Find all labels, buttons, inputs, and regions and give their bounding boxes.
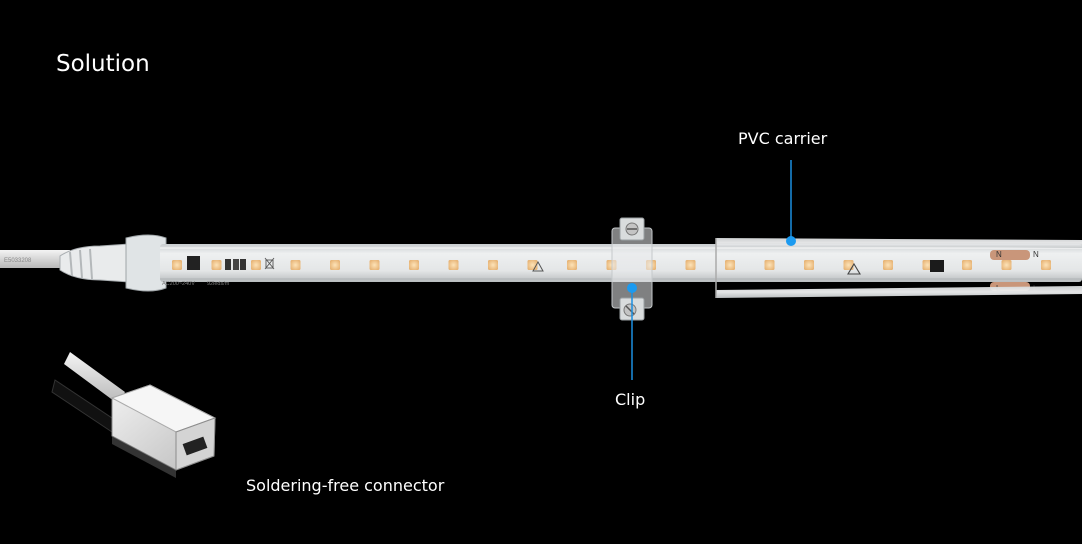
driver-chip: [187, 256, 200, 270]
led-chip: [685, 260, 696, 270]
pvc-carrier-sleeve: [715, 238, 1082, 298]
voltage-print: AC200~240V: [162, 281, 195, 287]
led-chip: [962, 260, 972, 270]
led-chip: [330, 260, 340, 270]
led-chip: [883, 260, 893, 270]
driver-chip: [930, 260, 944, 272]
pvc-callout: [786, 160, 796, 246]
resistor: [233, 259, 239, 270]
led-chip: [843, 260, 854, 270]
warning-triangle-icon: [847, 262, 861, 275]
clip-callout: [627, 283, 637, 380]
soldering-free-connector: [51, 352, 217, 478]
led-chip: [251, 260, 261, 270]
resistor: [225, 259, 231, 270]
power-cable: E5033208: [0, 250, 70, 268]
led-chip: [725, 260, 735, 270]
led-chip: [409, 260, 419, 270]
warning-triangle-icon: [532, 260, 544, 272]
pad-n-label: N: [996, 250, 1002, 259]
density-print: 92leds/m: [207, 281, 230, 287]
led-chip: [804, 260, 814, 270]
led-chip: [1001, 260, 1012, 270]
led-chip: [211, 260, 222, 270]
led-chip: [448, 260, 459, 270]
led-chip: [764, 260, 775, 270]
pvc-carrier-label: PVC carrier: [738, 129, 828, 148]
resistor: [240, 259, 246, 270]
led-chip: [172, 260, 182, 270]
connector-label: Soldering-free connector: [246, 476, 445, 495]
led-chip: [290, 260, 301, 270]
mounting-clip: [611, 217, 653, 321]
led-chip: [1041, 260, 1051, 270]
page-title: Solution: [56, 51, 150, 77]
led-chip: [567, 260, 577, 270]
clip-label: Clip: [615, 390, 646, 409]
led-chip: [369, 260, 380, 270]
weee-bin-icon: [264, 257, 275, 270]
end-cap: [59, 234, 167, 292]
pad-n-label: N: [1033, 250, 1039, 259]
led-chip: [488, 260, 498, 270]
cable-print: E5033208: [4, 258, 32, 264]
